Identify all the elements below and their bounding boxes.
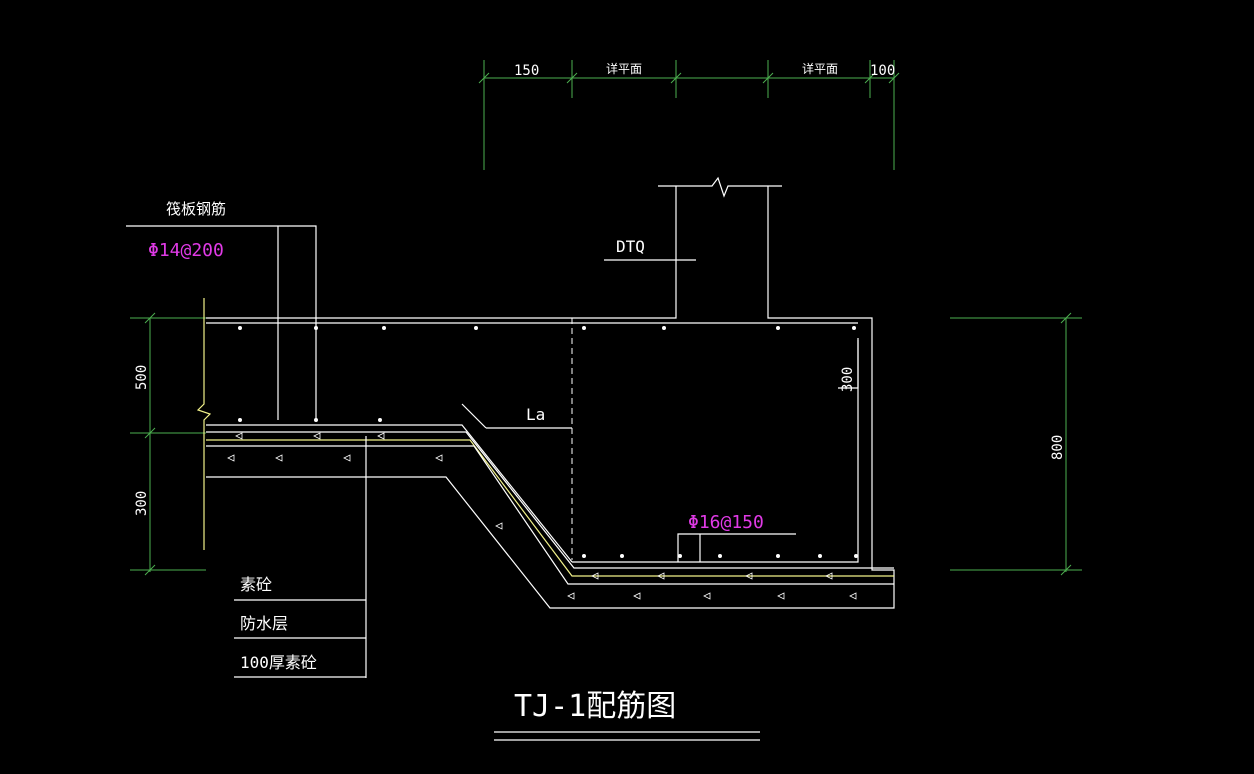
raft-rebar-leader: 筏板钢筋 Φ14@200 [126,200,317,420]
corner-hook: 300 [838,340,859,392]
dim-right-800: 800 [1050,435,1066,460]
label-raft-rebar: 筏板钢筋 [166,200,226,218]
dim-top-150: 150 [514,63,539,79]
layer-waterproof: 防水层 [240,614,288,633]
dim-top-detail-1: 详平面 [606,61,642,76]
foundation-outline [196,176,895,609]
dim-top-100: 100 [870,63,895,79]
layer-lines [206,431,894,585]
label-dtq: DTQ [616,237,645,256]
left-dimension: 500 300 [130,312,206,576]
layer-100-concrete: 100厚素砼 [240,653,317,672]
anchorage-dashed: La [461,318,573,560]
bottom-rebar-leader: Φ16@150 [677,512,796,562]
dim-left-300: 300 [134,491,150,516]
dim-left-500: 500 [134,365,150,390]
dim-corner-300: 300 [840,367,856,392]
rebar-bottom-spec: Φ16@150 [688,512,764,533]
right-dimension: 800 [950,312,1082,576]
drawing-title: TJ-1配筋图 [494,689,760,741]
title-text: TJ-1配筋图 [514,689,676,724]
aggregate-marks [227,432,857,600]
layer-legend: 素砼 防水层 100厚素砼 [234,436,367,678]
rebar-top-spec: Φ14@200 [148,240,224,261]
rebar-dots [238,326,858,558]
dtq-leader: DTQ [604,237,696,261]
layer-plain-concrete: 素砼 [240,575,272,594]
label-la: La [526,405,545,424]
dim-top-detail-2: 详平面 [802,61,838,76]
top-dimension: 150 详平面 详平面 100 [478,60,900,170]
